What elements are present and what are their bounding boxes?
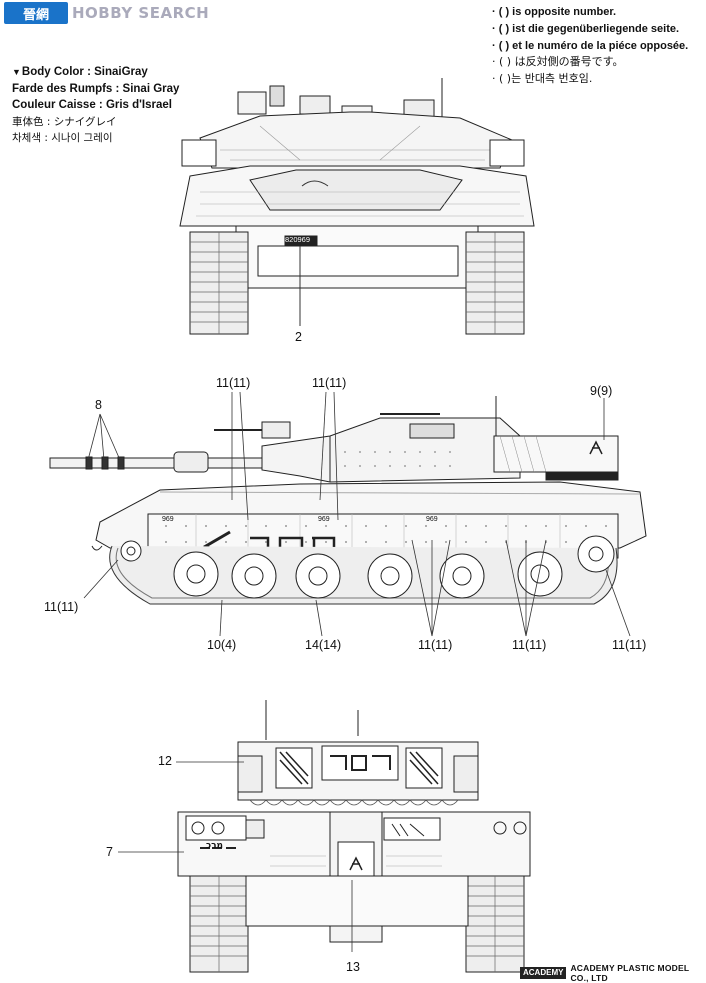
note-en: · ( ) is opposite number. xyxy=(492,6,617,18)
callout-9: 9(9) xyxy=(590,384,613,398)
road-wheels xyxy=(120,535,615,599)
tank-side-view xyxy=(49,391,647,637)
footer-text: ACADEMY PLASTIC MODEL CO., LTD xyxy=(570,963,690,983)
callout-11-mid: 11(11) xyxy=(418,638,453,652)
rear-right-track xyxy=(465,875,525,973)
watermark-text: HOBBY SEARCH xyxy=(72,4,210,22)
callout-12: 12 xyxy=(158,754,172,768)
opposite-number-notes: · ( ) is opposite number. · ( ) ist die … xyxy=(492,4,688,88)
note-jp: · ( ) は反対側の番号です。 xyxy=(492,55,624,69)
rear-left-track xyxy=(189,875,249,973)
body-color-legend: ▼Body Color : SinaiGray Farde des Rumpfs… xyxy=(12,64,179,147)
note-kr: · ( )는 반대측 번호임. xyxy=(492,72,593,86)
footer: ACADEMY ACADEMY PLASTIC MODEL CO., LTD xyxy=(520,963,706,983)
callout-8: 8 xyxy=(95,398,102,412)
tank-rear-view xyxy=(118,700,531,973)
legend-line-en: ▼Body Color : SinaiGray xyxy=(12,66,148,78)
side-number-1: 969 xyxy=(162,516,174,523)
note-fr: · ( ) et le numéro de la piéce opposée. xyxy=(492,39,689,52)
side-number-2: 969 xyxy=(318,516,330,523)
watermark-logo: 晉網 xyxy=(4,2,68,24)
triangle-marker-icon: ▼ xyxy=(12,67,21,77)
front-left-track xyxy=(189,231,249,335)
front-right-track xyxy=(465,231,525,335)
callout-11-turret-b: 11(11) xyxy=(312,376,347,390)
callout-11-front: 11(11) xyxy=(44,600,79,614)
callout-11-rear: 11(11) xyxy=(512,638,547,652)
legend-line-jp: 車体色 : シナイグレイ xyxy=(12,115,117,128)
callout-14: 14(14) xyxy=(305,638,342,652)
callout-10: 10(4) xyxy=(207,638,237,652)
side-number-3: 969 xyxy=(426,516,438,523)
callout-2: 2 xyxy=(295,330,302,344)
callout-13: 13 xyxy=(346,960,360,974)
watermark: 晉網 HOBBY SEARCH xyxy=(0,0,209,26)
note-de: · ( ) ist die gegenüberliegende seite. xyxy=(492,22,680,35)
callout-11-end: 11(11) xyxy=(612,638,647,652)
rear-hebrew-marking: מרכ xyxy=(206,841,224,851)
footer-logo: ACADEMY xyxy=(520,967,567,979)
legend-line-de: Farde des Rumpfs : Sinai Gray xyxy=(12,82,180,95)
tank-front-view xyxy=(179,78,535,335)
legend-line-fr: Couleur Caisse : Gris d'Israel xyxy=(12,99,172,111)
license-plate: 820969 xyxy=(285,235,311,244)
legend-line-kr: 차체색 : 시나이 그레이 xyxy=(12,132,113,144)
callout-7: 7 xyxy=(106,845,113,859)
callout-11-turret-a: 11(11) xyxy=(216,376,251,390)
